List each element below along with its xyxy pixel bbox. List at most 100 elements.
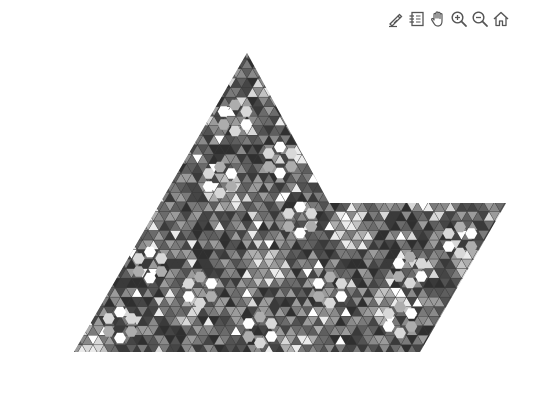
- tile: [142, 163, 154, 174]
- zoom-out-button[interactable]: [470, 8, 490, 30]
- tile: [455, 163, 468, 174]
- tile: [484, 364, 495, 374]
- tile: [81, 192, 94, 203]
- tile: [219, 58, 231, 69]
- tile: [55, 316, 66, 326]
- tile: [186, 77, 198, 88]
- tile: [142, 68, 154, 79]
- tile: [422, 344, 435, 352]
- tile: [506, 354, 517, 364]
- tile: [55, 154, 66, 164]
- tile: [76, 239, 88, 250]
- highlight-hex: [415, 271, 428, 282]
- tile: [429, 40, 440, 50]
- tile: [472, 125, 484, 136]
- tile: [147, 68, 160, 79]
- tile: [450, 173, 462, 184]
- highlight-hex: [394, 301, 406, 313]
- tile: [213, 68, 226, 79]
- tile: [384, 192, 396, 203]
- tile: [517, 78, 528, 88]
- tile: [121, 354, 132, 364]
- tile: [131, 115, 143, 126]
- tile: [433, 53, 446, 60]
- tile: [87, 220, 99, 231]
- tile: [197, 68, 209, 79]
- tile: [395, 144, 407, 155]
- pan-button[interactable]: [428, 8, 448, 30]
- tile: [483, 87, 495, 98]
- reset-home-button[interactable]: [491, 8, 511, 30]
- tile: [418, 373, 429, 383]
- tile: [378, 135, 391, 146]
- tile: [114, 163, 127, 174]
- tile: [297, 354, 308, 364]
- tile: [439, 316, 451, 327]
- tile: [406, 163, 418, 174]
- tile: [494, 258, 506, 269]
- tile: [472, 173, 484, 184]
- tile: [103, 96, 116, 108]
- tile: [87, 230, 99, 241]
- tile: [378, 53, 391, 60]
- box-select-button[interactable]: [407, 8, 427, 30]
- tile: [499, 68, 506, 79]
- tile: [191, 53, 204, 60]
- tile: [379, 40, 390, 50]
- tile: [505, 201, 506, 212]
- tile: [76, 211, 88, 222]
- tile: [477, 144, 490, 155]
- tile: [290, 68, 303, 79]
- tile: [484, 40, 495, 50]
- tile: [439, 192, 451, 203]
- highlight-hex: [405, 308, 418, 319]
- tile: [125, 144, 138, 155]
- tile: [478, 40, 489, 50]
- tile: [483, 306, 495, 317]
- tile: [274, 77, 286, 88]
- tile: [417, 87, 429, 98]
- tile: [312, 96, 325, 108]
- highlight-hex: [285, 148, 298, 159]
- tile: [455, 125, 468, 136]
- tile: [517, 107, 528, 117]
- tile: [81, 268, 94, 279]
- tile: [274, 68, 286, 79]
- tile: [257, 53, 270, 60]
- tile: [120, 220, 132, 231]
- tile: [428, 163, 440, 174]
- edit-button[interactable]: [386, 8, 406, 30]
- tile: [522, 154, 533, 164]
- tile: [395, 153, 407, 165]
- tile: [81, 115, 94, 127]
- zoom-in-button[interactable]: [449, 8, 469, 30]
- highlight-hex: [324, 297, 336, 309]
- tile: [220, 364, 231, 374]
- tile: [324, 364, 335, 374]
- tile: [203, 373, 214, 383]
- tile: [60, 364, 71, 374]
- tile: [286, 40, 297, 50]
- tile: [109, 77, 121, 88]
- tile: [170, 40, 181, 50]
- tile: [422, 58, 435, 69]
- tile: [142, 153, 154, 165]
- tile: [98, 230, 110, 241]
- tile: [164, 144, 176, 155]
- tile: [81, 163, 94, 174]
- tile: [74, 125, 77, 136]
- tile: [439, 173, 451, 184]
- tile: [98, 173, 110, 184]
- tile: [455, 182, 468, 193]
- tile: [511, 231, 522, 241]
- tile: [450, 306, 462, 317]
- tile: [114, 201, 127, 212]
- tiling-pattern: [55, 40, 533, 383]
- tile: [356, 68, 369, 79]
- tile: [345, 182, 358, 193]
- home-icon: [493, 11, 509, 27]
- tile: [120, 201, 132, 212]
- tile: [406, 68, 418, 79]
- tile: [81, 135, 94, 146]
